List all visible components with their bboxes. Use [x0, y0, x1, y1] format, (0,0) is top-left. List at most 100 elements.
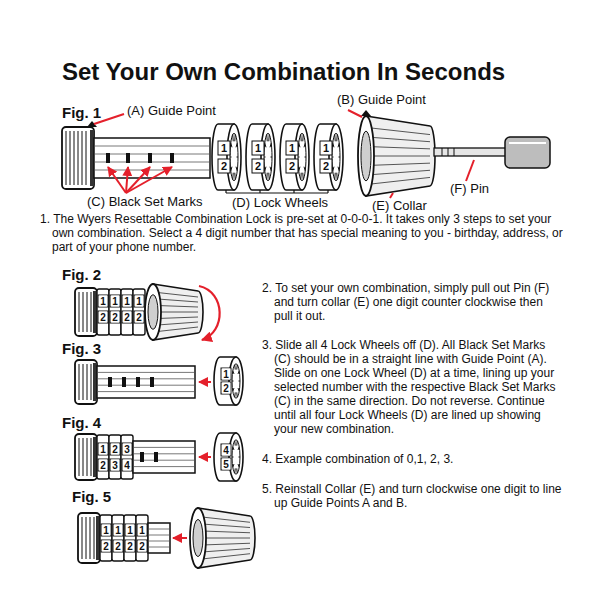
wheel-tooth: [239, 381, 241, 382]
wheel-digit: 1: [222, 369, 230, 380]
wheel-tooth: [236, 143, 237, 147]
lock-wheel: [109, 435, 121, 479]
wheel-digit: 1: [254, 142, 262, 154]
wheel-digit: 2: [111, 444, 119, 455]
wheel-digit: 2: [111, 312, 119, 323]
wheel-face: [295, 124, 309, 190]
wheel-tooth: [270, 143, 271, 147]
wheel-digit: 2: [220, 160, 228, 172]
wheel-digit: 2: [126, 541, 134, 552]
cap-ridge: [94, 517, 95, 559]
cap-ridge: [90, 517, 91, 559]
wheel-tooth: [268, 173, 269, 180]
digit-window: [252, 141, 264, 155]
digit-window: [110, 311, 120, 323]
wheel-digit: 2: [138, 541, 146, 552]
guide-point: [361, 110, 371, 116]
shaft-spline: [149, 535, 169, 536]
wheel-tooth: [265, 167, 266, 171]
wheel-tooth: [232, 457, 234, 458]
lock-wheel: [100, 515, 112, 561]
digit-window: [221, 382, 231, 394]
wheel-tooth: [238, 371, 239, 374]
black-set-mark: [136, 377, 140, 387]
shaft-spline: [95, 146, 209, 147]
cap-ridge: [91, 438, 92, 476]
instruction-step: 3. Slide all 4 Lock Wheels off (D). All …: [262, 338, 562, 436]
black-set-mark: [150, 377, 154, 387]
wheel-tooth: [232, 381, 234, 382]
digit-window: [221, 458, 231, 470]
bracket: [226, 192, 328, 193]
wheel-tooth: [231, 143, 232, 147]
cap-ridge: [70, 131, 71, 185]
collar-ridge: [366, 163, 430, 165]
leader-line: [348, 110, 362, 117]
digit-window: [125, 540, 135, 552]
lock-wheel: [109, 289, 121, 335]
wheel-digit: 4: [123, 460, 131, 471]
digit-window: [320, 159, 332, 173]
cap-ridge: [78, 131, 79, 185]
pin-handle: [505, 137, 550, 168]
digit-window: [98, 459, 108, 471]
wheel-tooth: [233, 388, 234, 391]
wheel-tooth: [233, 464, 234, 467]
black-set-mark: [154, 452, 158, 462]
wheel-tooth: [302, 134, 303, 141]
callout-label: (F) Pin: [450, 182, 489, 197]
title: Set Your Own Combination In Seconds: [62, 58, 505, 86]
black-set-mark: [148, 153, 152, 163]
wheel-tooth: [300, 134, 301, 141]
digit-window: [98, 295, 108, 307]
figure-label: Fig. 1: [62, 104, 101, 121]
lock-wheel: [136, 515, 148, 561]
digit-window: [134, 295, 144, 307]
shaft-spline: [134, 466, 194, 467]
collar-ridge: [366, 170, 430, 175]
wheel-digit: 2: [135, 312, 143, 323]
wheel-face: [229, 433, 243, 481]
cap-ridge: [79, 364, 80, 400]
wheel-tooth: [332, 157, 334, 158]
wheel-tooth: [234, 134, 235, 141]
shaft-spline: [149, 529, 169, 530]
cap-ridge: [83, 292, 84, 332]
digit-window: [101, 540, 111, 552]
wheel-opening: [264, 133, 272, 181]
digit-window: [320, 141, 332, 155]
lock-wheel: [124, 515, 136, 561]
wheel-opening: [332, 133, 340, 181]
lock-wheel: [97, 435, 109, 479]
wheel-tooth: [233, 371, 234, 374]
wheel-tooth: [236, 365, 237, 370]
black-set-mark: [126, 153, 130, 163]
wheel-digit: 1: [126, 525, 134, 536]
figure-label: Fig. 5: [72, 488, 111, 505]
wheel-tooth: [299, 143, 300, 147]
wheel-tooth: [336, 134, 337, 141]
digit-window: [137, 524, 147, 536]
cap-ridge: [83, 364, 84, 400]
wheel-digit: 1: [111, 296, 119, 307]
wheel-tooth: [298, 157, 300, 158]
wheel-tooth: [236, 468, 237, 473]
wheel-digit: 3: [111, 460, 119, 471]
wheel-digit: 1: [99, 296, 107, 307]
digit-window: [252, 159, 264, 173]
cap-ridge: [82, 131, 83, 185]
wheel-tooth: [266, 134, 267, 141]
lock-wheel: [121, 435, 133, 479]
wheel-tooth: [238, 388, 239, 391]
collar-ridge: [366, 146, 430, 148]
cap-ridge: [86, 131, 87, 185]
rotation-arrow: [199, 286, 220, 340]
lock-wheel: [133, 289, 145, 335]
instruction-step: 5. Reinstall Collar (E) and turn clockwi…: [262, 482, 562, 510]
figure-label: Fig. 2: [62, 266, 101, 283]
cap-ridge: [91, 364, 92, 400]
pin: [434, 148, 508, 156]
wheel-tooth: [234, 365, 235, 370]
black-set-mark: [170, 153, 174, 163]
wheel-tooth: [230, 157, 232, 158]
